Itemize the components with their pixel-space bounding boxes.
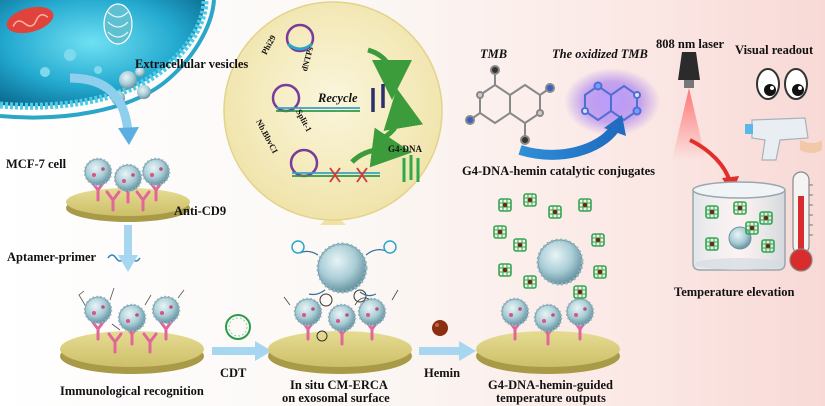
label-outputs-line2: temperature outputs xyxy=(496,391,606,405)
beaker-icon xyxy=(692,181,786,271)
label-catalytic-conjugates: G4-DNA-hemin catalytic conjugates xyxy=(462,164,656,178)
label-visual-readout: Visual readout xyxy=(735,43,814,57)
label-recycle: Recycle xyxy=(318,91,358,105)
label-hemin: Hemin xyxy=(424,366,461,380)
laser-pen-icon xyxy=(672,52,706,160)
recycle-bubble xyxy=(223,1,443,225)
molecule-icon xyxy=(581,81,642,122)
dna-circle-icon xyxy=(225,314,251,340)
chip-immunological xyxy=(60,287,204,374)
label-extracellular-vesicles: Extracellular vesicles xyxy=(135,57,249,71)
label-cdt: CDT xyxy=(220,366,247,380)
eyes-icon xyxy=(756,68,808,100)
thermometer-icon xyxy=(789,171,813,272)
scissors-icon xyxy=(329,167,368,183)
chip-cm-erca xyxy=(268,240,412,374)
label-oxidized-tmb: The oxidized TMB xyxy=(552,47,648,61)
arrow-icon xyxy=(518,124,620,160)
thermal-gun-icon xyxy=(745,117,822,161)
label-temperature-elevation: Temperature elevation xyxy=(674,285,795,299)
chip-anti-cd9 xyxy=(66,157,190,222)
label-g4-dna: G4-DNA xyxy=(388,144,422,154)
label-anti-cd9: Anti-CD9 xyxy=(174,204,227,218)
label-aptamer-primer: Aptamer-primer xyxy=(7,250,97,264)
cell-icon xyxy=(0,0,216,120)
label-in-situ-line1: In situ CM-ERCA xyxy=(290,378,388,392)
chip-g4-outputs xyxy=(476,193,620,374)
hemin-icon xyxy=(432,320,448,336)
label-outputs-line1: G4-DNA-hemin-guided xyxy=(488,378,614,392)
label-immunological-recognition: Immunological recognition xyxy=(60,384,204,398)
label-mcf7-cell: MCF-7 cell xyxy=(6,157,67,171)
arrow-icon xyxy=(118,255,138,272)
label-tmb: TMB xyxy=(480,47,508,61)
label-laser: 808 nm laser xyxy=(656,37,725,51)
arrow-icon xyxy=(69,73,133,133)
molecule-icon xyxy=(465,65,555,145)
label-in-situ-line2: on exosomal surface xyxy=(282,391,390,405)
